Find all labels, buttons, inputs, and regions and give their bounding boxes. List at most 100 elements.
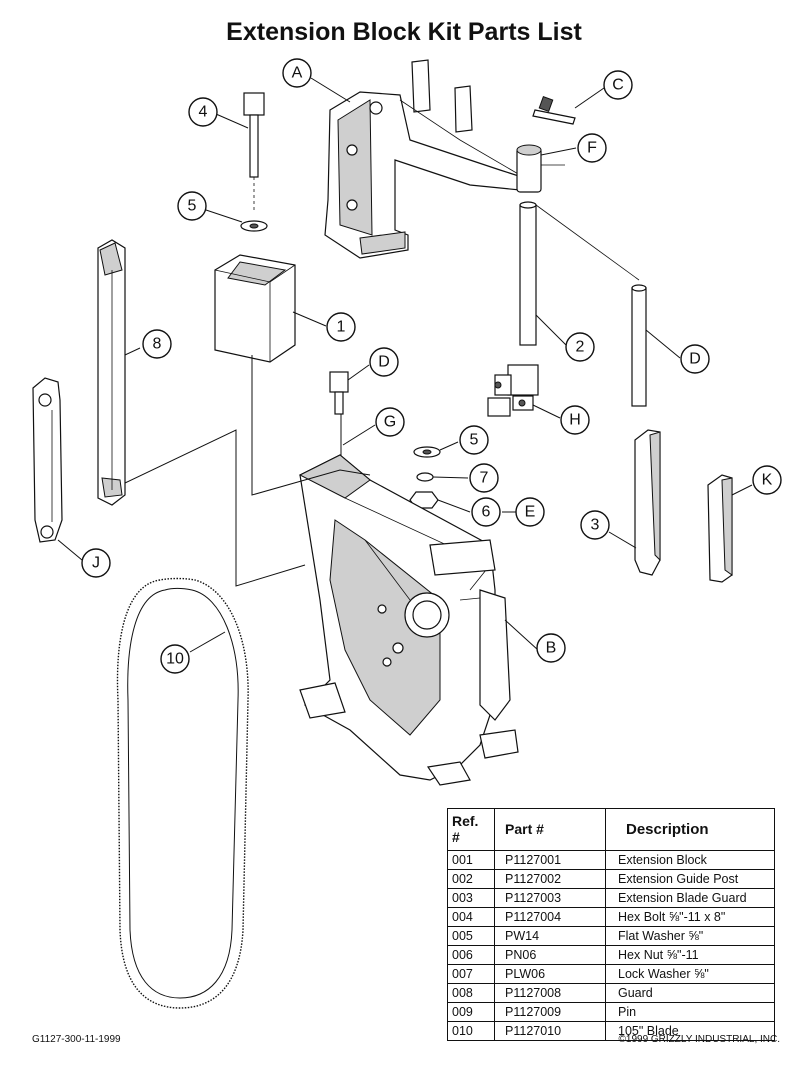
- part-1-extension-block: [214, 254, 296, 363]
- table-header-row: Ref. # Part # Description: [447, 808, 775, 851]
- cell-description: Hex Nut ⅝"-11: [605, 945, 775, 965]
- cell-ref: 010: [447, 1021, 495, 1041]
- part-a-casting: [324, 59, 526, 259]
- header-ref: Ref. #: [447, 808, 495, 851]
- cell-ref: 008: [447, 983, 495, 1003]
- cell-ref: 006: [447, 945, 495, 965]
- cell-description: Lock Washer ⅝": [605, 964, 775, 984]
- page-title: Extension Block Kit Parts List: [226, 18, 582, 46]
- callout-e: E: [515, 497, 545, 527]
- svg-text:2: 2: [576, 339, 585, 356]
- callout-8: 8: [142, 329, 172, 359]
- cell-ref: 002: [447, 869, 495, 889]
- svg-text:E: E: [525, 504, 536, 521]
- svg-text:4: 4: [199, 104, 208, 121]
- part-4-hex-bolt: [243, 92, 265, 210]
- cell-description: Pin: [605, 1002, 775, 1022]
- cell-description: 105" Blade: [605, 1021, 775, 1041]
- cell-ref: 005: [447, 926, 495, 946]
- svg-text:8: 8: [153, 336, 162, 353]
- part-10-blade: [116, 577, 249, 1009]
- callout-10: 10: [160, 644, 190, 674]
- callout-1: 1: [326, 312, 356, 342]
- part-2-guide-post: [519, 201, 537, 346]
- cell-part: PN06: [494, 945, 606, 965]
- svg-text:H: H: [569, 412, 581, 429]
- svg-text:D: D: [378, 354, 390, 371]
- callout-5-right: 5: [459, 425, 489, 455]
- callout-d-top: D: [369, 347, 399, 377]
- cell-description: Extension Blade Guard: [605, 888, 775, 908]
- callout-4: 4: [188, 97, 218, 127]
- svg-text:K: K: [762, 472, 773, 489]
- cell-part: PW14: [494, 926, 606, 946]
- part-d-post: [535, 204, 647, 407]
- cell-ref: 009: [447, 1002, 495, 1022]
- document-code: G1127-300-11-1999: [32, 1034, 121, 1045]
- part-8-guard: [97, 239, 126, 506]
- callout-k: K: [752, 465, 782, 495]
- callout-a: A: [282, 58, 312, 88]
- part-b-frame: [298, 454, 519, 786]
- cell-ref: 004: [447, 907, 495, 927]
- svg-text:5: 5: [470, 432, 479, 449]
- callout-h: H: [560, 405, 590, 435]
- svg-text:D: D: [689, 351, 701, 368]
- cell-description: Extension Block: [605, 850, 775, 870]
- cell-ref: 003: [447, 888, 495, 908]
- header-description: Description: [605, 808, 775, 851]
- callout-3: 3: [580, 510, 610, 540]
- cell-part: P1127008: [494, 983, 606, 1003]
- svg-text:10: 10: [166, 651, 184, 668]
- callout-2: 2: [565, 332, 595, 362]
- part-c-screw: [532, 96, 576, 125]
- svg-text:J: J: [92, 555, 100, 572]
- part-h-guide-bracket: [487, 364, 539, 417]
- part-f-collar: [516, 144, 565, 193]
- cell-description: Hex Bolt ⅝"-11 x 8": [605, 907, 775, 927]
- callout-d-right: D: [680, 344, 710, 374]
- callout-6: 6: [471, 497, 501, 527]
- callout-f: F: [577, 133, 607, 163]
- cell-part: PLW06: [494, 964, 606, 984]
- part-6-hex-nut: [409, 491, 439, 509]
- header-part: Part #: [494, 808, 606, 851]
- callout-j: J: [81, 548, 111, 578]
- cell-description: Flat Washer ⅝": [605, 926, 775, 946]
- svg-text:F: F: [587, 140, 597, 157]
- cell-part: P1127002: [494, 869, 606, 889]
- cell-ref: 007: [447, 964, 495, 984]
- svg-text:7: 7: [480, 470, 489, 487]
- cell-part: P1127001: [494, 850, 606, 870]
- part-j-bracket: [32, 377, 63, 543]
- cell-part: P1127004: [494, 907, 606, 927]
- svg-text:G: G: [384, 414, 396, 431]
- cell-description: Extension Guide Post: [605, 869, 775, 889]
- cell-part: P1127010: [494, 1021, 606, 1041]
- svg-text:A: A: [292, 65, 303, 82]
- copyright-notice: ©1999 GRIZZLY INDUSTRIAL, INC.: [618, 1034, 780, 1045]
- cell-description: Guard: [605, 983, 775, 1003]
- callout-b: B: [536, 633, 566, 663]
- callout-c: C: [603, 70, 633, 100]
- svg-text:1: 1: [337, 319, 346, 336]
- cell-part: P1127003: [494, 888, 606, 908]
- svg-text:C: C: [612, 77, 624, 94]
- svg-text:6: 6: [482, 504, 491, 521]
- svg-text:5: 5: [188, 198, 197, 215]
- cell-part: P1127009: [494, 1002, 606, 1022]
- callout-5-top: 5: [177, 191, 207, 221]
- svg-text:3: 3: [591, 517, 600, 534]
